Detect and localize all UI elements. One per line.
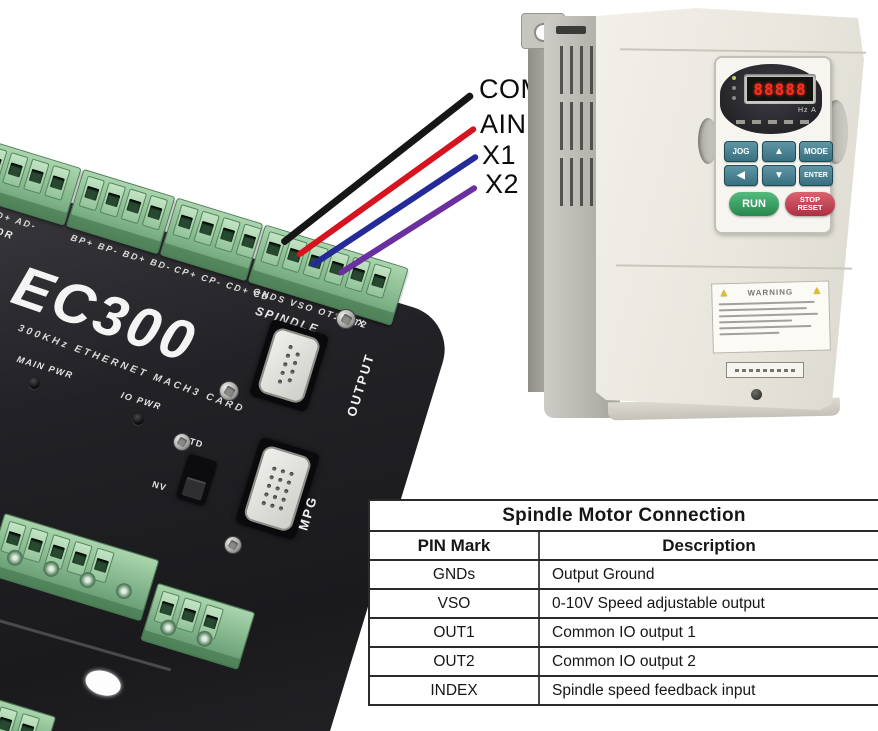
warning-triangle-icon: ▲ — [811, 284, 823, 297]
table-row: VSO 0-10V Speed adjustable output — [370, 588, 878, 617]
vfd-inverter: 88888 Hz A JOG ▲ MODE ◀ ▼ ENTER RUN STOP… — [520, 0, 878, 440]
warning-text-line — [719, 319, 792, 324]
terminal-pin — [365, 263, 392, 300]
vfd-up-button: ▲ — [762, 141, 796, 162]
vfd-enter-button: ENTER — [799, 165, 833, 186]
table-row: INDEX Spindle speed feedback input — [370, 675, 878, 704]
description-cell: Common IO output 2 — [552, 652, 696, 670]
table-row: GNDs Output Ground — [370, 559, 878, 588]
pin-mark-cell: GNDs — [370, 561, 540, 588]
vfd-status-labels — [736, 120, 812, 124]
table-title: Spindle Motor Connection — [370, 501, 878, 532]
header-pin-mark: PIN Mark — [370, 532, 540, 559]
screw — [219, 381, 239, 401]
pin-mark-cell: INDEX — [370, 677, 540, 704]
description-cell: Output Ground — [552, 565, 655, 583]
pin-mark-cell: OUT2 — [370, 648, 540, 675]
table-row: OUT1 Common IO output 1 — [370, 617, 878, 646]
vfd-indicator-led — [732, 86, 736, 90]
wire-x1 — [309, 153, 480, 269]
vfd-display-bezel: 88888 Hz A — [720, 64, 822, 134]
vfd-display-digits: 88888 — [753, 79, 807, 99]
vfd-run-button: RUN — [729, 192, 779, 216]
vfd-handle-notch — [698, 118, 718, 164]
vfd-control-panel: 88888 Hz A JOG ▲ MODE ◀ ▼ ENTER RUN STOP… — [714, 56, 835, 234]
vfd-code-label — [726, 362, 804, 378]
terminal-pin — [175, 597, 202, 634]
warning-text-line — [718, 300, 815, 306]
vfd-vent-slot — [556, 26, 586, 34]
vfd-display-units: Hz A — [798, 107, 817, 114]
warning-text-line — [719, 331, 780, 336]
terminal-pin — [141, 194, 169, 231]
vfd-indicator-led — [732, 76, 736, 80]
vfd-down-button: ▼ — [762, 165, 796, 186]
wire-ain1 — [295, 125, 478, 259]
warning-text-line — [718, 307, 808, 312]
header-description: Description — [662, 535, 756, 555]
table-header-row: PIN Mark Description — [370, 532, 878, 559]
warning-triangle-icon: ▲ — [718, 287, 730, 300]
spindle-connection-table: Spindle Motor Connection PIN Mark Descri… — [368, 499, 878, 706]
screw — [224, 536, 242, 554]
terminal-block-motor-a — [0, 113, 82, 226]
description-cell: Spindle speed feedback input — [552, 681, 756, 699]
table-row: OUT2 Common IO output 2 — [370, 646, 878, 675]
vfd-jog-button: JOG — [724, 141, 758, 162]
switch-knob — [181, 476, 207, 501]
vfd-mode-button: MODE — [799, 141, 833, 162]
vfd-led-screen: 88888 — [747, 77, 813, 101]
terminal-pin — [22, 527, 49, 564]
warning-text-line — [719, 324, 811, 330]
vfd-mounting-bracket — [528, 26, 548, 392]
vfd-led-display: 88888 — [744, 74, 816, 104]
screw — [173, 433, 191, 451]
wire-label-x1: X1 — [482, 140, 517, 170]
vfd-indicator-led — [732, 96, 736, 100]
wire-label-x2: X2 — [485, 169, 520, 199]
pin-mark-cell: VSO — [370, 590, 540, 617]
description-cell: Common IO output 1 — [552, 623, 696, 641]
vfd-screw — [751, 389, 762, 400]
vfd-left-button: ◀ — [724, 165, 758, 186]
vfd-warning-label: ▲ WARNING ▲ — [711, 280, 831, 354]
terminal-pin — [0, 706, 19, 731]
screw — [336, 309, 356, 329]
code-text-line — [735, 368, 795, 372]
warning-text-line — [718, 312, 818, 318]
terminal-pin — [13, 712, 41, 731]
pin-mark-cell: OUT1 — [370, 619, 540, 646]
vfd-stop-reset-button: STOP RESET — [785, 192, 835, 216]
warning-title: WARNING — [747, 287, 794, 298]
description-cell: 0-10V Speed adjustable output — [552, 594, 765, 612]
terminal-pin — [44, 164, 71, 201]
